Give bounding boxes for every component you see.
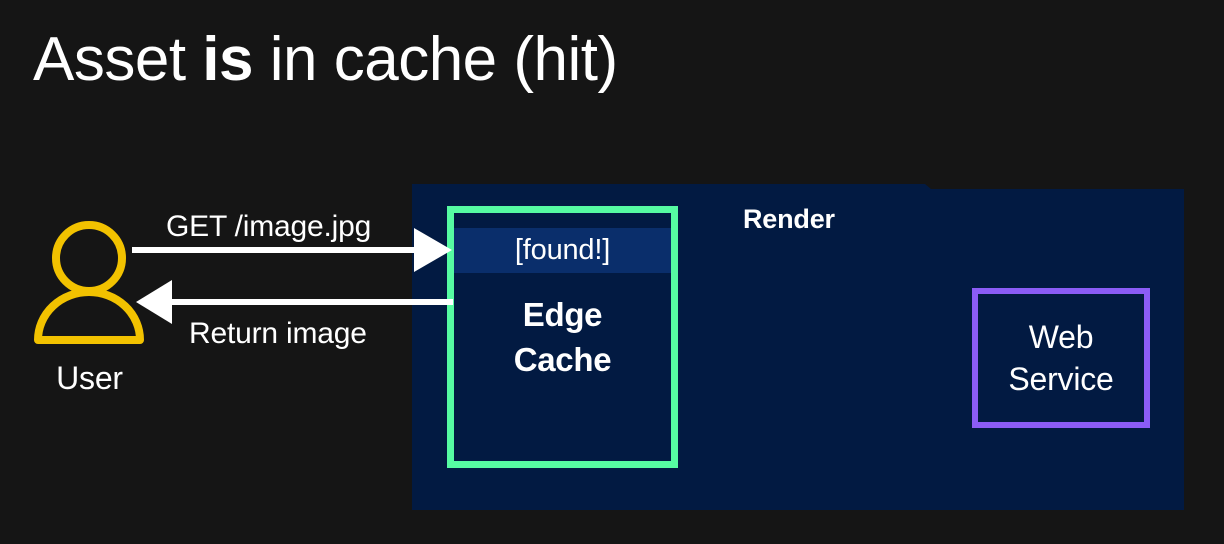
web-service-label-line2: Service — [1008, 361, 1114, 397]
edge-cache-node — [447, 206, 678, 468]
edge-cache-label-line1: Edge — [522, 296, 603, 333]
title-emphasis: is — [202, 25, 254, 94]
render-platform-label: Render — [743, 204, 835, 234]
arrow-response-label: Return image — [189, 317, 367, 350]
user-actor-label: User — [56, 360, 123, 396]
web-service-node: Web Service — [972, 288, 1150, 428]
edge-cache-found-badge: [found!] — [454, 228, 671, 273]
arrow-request-label: GET /image.jpg — [166, 210, 372, 243]
page-title: Asset is in cache (hit) — [33, 22, 618, 98]
web-service-label-line1: Web — [1028, 319, 1094, 355]
edge-cache-label-line2: Cache — [513, 341, 612, 378]
found-badge-label: [found!] — [514, 234, 611, 266]
edge-cache-label: Edge Cache — [454, 292, 671, 382]
title-part-after: in cache (hit) — [253, 25, 618, 94]
title-part-before: Asset — [33, 25, 203, 94]
web-service-label: Web Service — [1008, 316, 1114, 400]
